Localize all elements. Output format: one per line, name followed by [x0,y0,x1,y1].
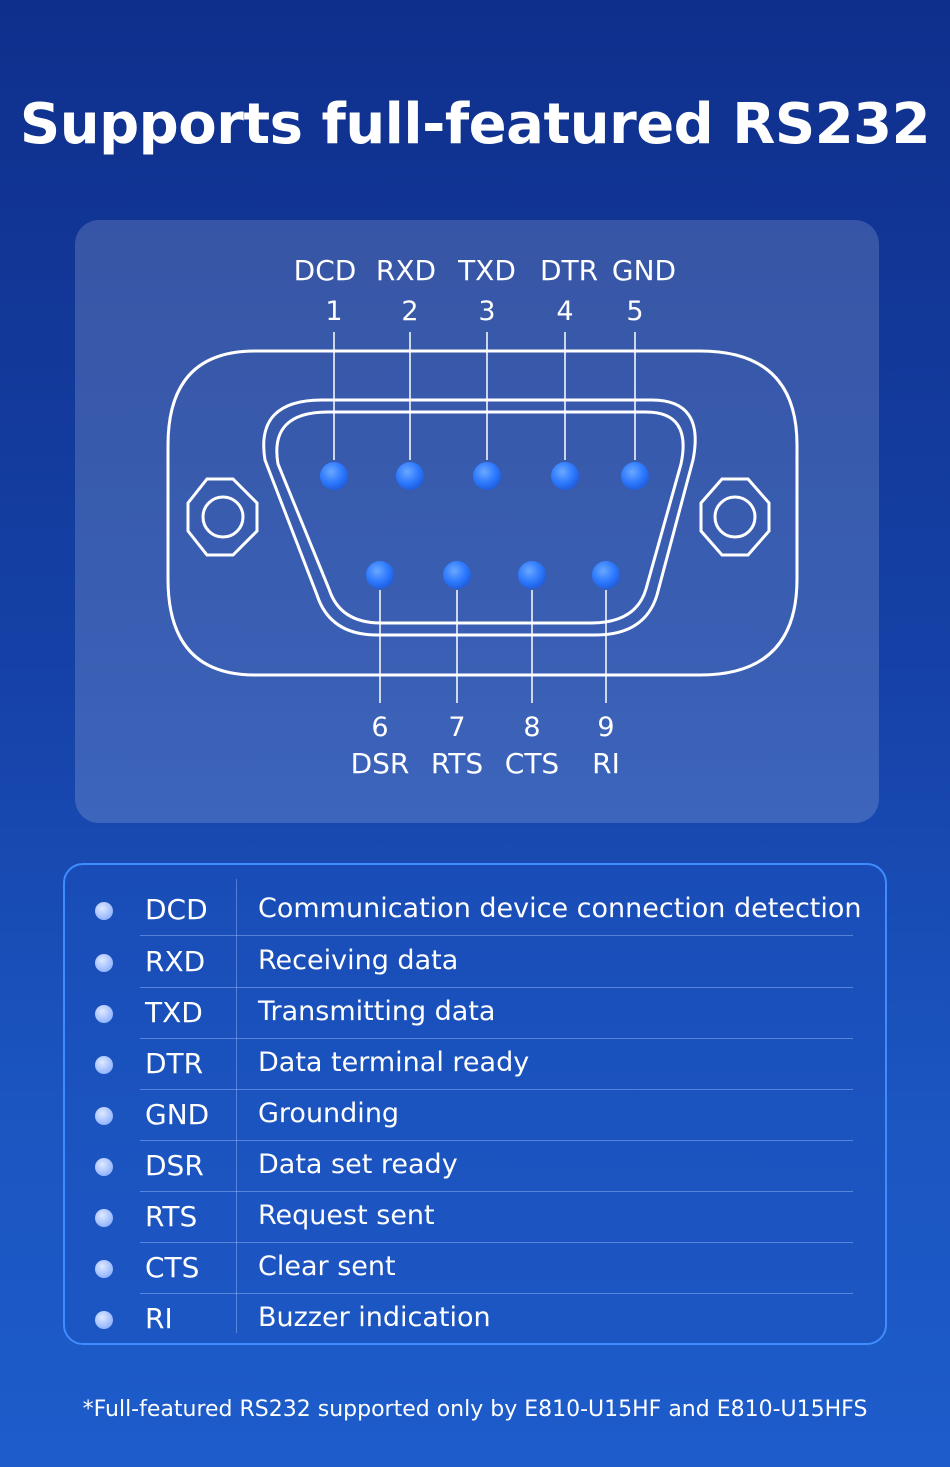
pin-8 [518,561,546,589]
column-divider [236,879,237,1333]
page-title: Supports full-featured RS232 [19,92,931,157]
pin-3 [473,462,501,490]
left-screw-hole [201,495,245,539]
pin-7 [443,561,471,589]
bullet-icon [95,1260,113,1278]
signal-desc: Receiving data [258,945,459,976]
row-divider [140,1242,853,1243]
row-divider [140,1089,853,1090]
bullet-icon [95,1158,113,1176]
pin-label: RTS [431,747,483,780]
bullet-icon [95,1056,113,1074]
bullet-icon [95,1005,113,1023]
pin-4 [551,462,579,490]
signal-desc: Buzzer indication [258,1302,491,1333]
signal-abbr: DTR [145,1047,204,1080]
pin-number: 2 [401,296,418,327]
left-screw-hex [186,477,259,557]
connector-d-inner [275,410,685,625]
row-divider [140,935,853,936]
signal-desc: Data terminal ready [258,1047,530,1078]
pin-2 [396,462,424,490]
right-screw-hex [699,477,771,557]
pin-label: GND [612,254,676,287]
pin-number: 1 [325,296,342,327]
pin-label: TXD [457,254,516,287]
table-row: RTS Request sent [65,1192,889,1243]
pin-number: 9 [597,712,614,743]
table-row: CTS Clear sent [65,1243,889,1294]
connector-outer-shell [166,349,799,677]
pin-number: 4 [556,296,573,327]
table-row: DCD Communication device connection dete… [65,885,889,936]
pin-label: DSR [351,747,410,780]
row-divider [140,1293,853,1294]
signal-desc: Data set ready [258,1149,458,1180]
right-screw-hole [713,495,757,539]
pin-label: CTS [505,747,559,780]
pin-1 [320,462,348,490]
table-row: DSR Data set ready [65,1141,889,1192]
row-divider [140,987,853,988]
pin-9 [592,561,620,589]
pin-label: RXD [376,254,436,287]
bullet-icon [95,902,113,920]
pin-6 [366,561,394,589]
signal-desc: Transmitting data [258,996,496,1027]
row-divider [140,1140,853,1141]
pin-label: DCD [294,254,357,287]
pin-number: 6 [371,712,388,743]
connector-d-outer [262,398,697,637]
signal-abbr: DSR [145,1149,204,1182]
signal-abbr: CTS [145,1251,200,1284]
pin-number: 3 [478,296,495,327]
pin-number: 7 [448,712,465,743]
pin-label: RI [592,747,620,780]
signal-desc: Grounding [258,1098,400,1129]
signal-abbr: RXD [145,945,206,978]
table-row: DTR Data terminal ready [65,1039,889,1090]
bullet-icon [95,1107,113,1125]
signal-desc: Clear sent [258,1251,396,1282]
pin-label: DTR [540,254,598,287]
bullet-icon [95,1311,113,1329]
signal-abbr: GND [145,1098,210,1131]
table-row: TXD Transmitting data [65,988,889,1039]
footnote: *Full-featured RS232 supported only by E… [82,1397,868,1422]
row-divider [140,1038,853,1039]
row-divider [140,1191,853,1192]
signal-abbr: DCD [145,893,208,926]
bullet-icon [95,954,113,972]
bullet-icon [95,1209,113,1227]
pin-number: 5 [626,296,643,327]
signal-abbr: RTS [145,1200,198,1233]
pin-5 [621,462,649,490]
table-row: RXD Receiving data [65,937,889,988]
signal-table: DCD Communication device connection dete… [63,863,887,1345]
signal-abbr: RI [145,1302,173,1335]
pin-number: 8 [523,712,540,743]
table-row: GND Grounding [65,1090,889,1141]
signal-desc: Communication device connection detectio… [258,893,862,924]
table-row: RI Buzzer indication [65,1294,889,1345]
signal-abbr: TXD [145,996,203,1029]
signal-desc: Request sent [258,1200,435,1231]
